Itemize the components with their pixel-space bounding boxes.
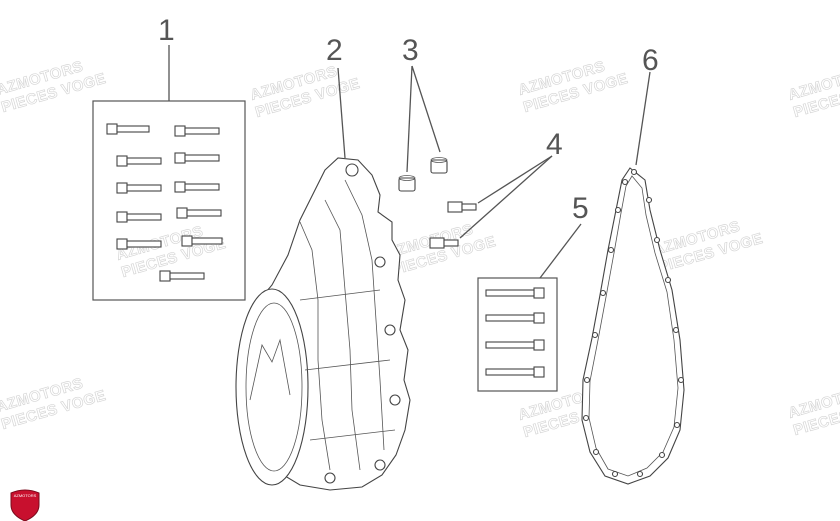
gasket-bolt-hole bbox=[592, 448, 600, 456]
gasket-holes bbox=[582, 168, 685, 478]
bolt bbox=[116, 182, 162, 194]
bolt-set-frame bbox=[477, 277, 558, 392]
callout-number-5: 5 bbox=[572, 192, 589, 225]
bolt bbox=[116, 238, 162, 250]
cover-rib bbox=[299, 289, 381, 301]
bolt-group-5 bbox=[485, 287, 545, 378]
cover-boss bbox=[374, 459, 386, 471]
bolt bbox=[159, 270, 205, 282]
gasket-bolt-hole bbox=[636, 470, 644, 478]
short-bolt bbox=[447, 201, 477, 213]
callout-number-3: 3 bbox=[402, 34, 419, 67]
watermark: AZMOTORS PIECES VOGE bbox=[0, 374, 108, 433]
leader-line-3a bbox=[406, 65, 413, 173]
callout-number-4: 4 bbox=[546, 128, 563, 161]
gasket-bolt-hole bbox=[591, 331, 599, 339]
part-1-bolt-set bbox=[92, 45, 246, 301]
cover-rib bbox=[344, 179, 385, 451]
gasket-outer bbox=[581, 167, 685, 485]
gasket-bolt-hole bbox=[664, 276, 672, 284]
watermark: AZMOTORS PIECES VOGE bbox=[0, 57, 108, 116]
part-2-engine-cover bbox=[235, 67, 411, 491]
leader-line-2 bbox=[337, 67, 346, 159]
cover-rib bbox=[304, 359, 391, 371]
gasket-bolt-hole bbox=[582, 414, 590, 422]
cover-boss bbox=[374, 256, 386, 268]
leader-line-4b bbox=[459, 155, 553, 239]
bolt bbox=[116, 211, 162, 223]
cover-rib bbox=[309, 429, 396, 441]
logo-text: AZMOTORS bbox=[14, 493, 37, 498]
cover-boss bbox=[384, 324, 396, 336]
gasket-bolt-hole bbox=[607, 246, 615, 254]
gasket-bolt-hole bbox=[611, 470, 619, 478]
gasket-bolt-hole bbox=[658, 451, 666, 459]
cover-emblem bbox=[249, 338, 291, 401]
gasket-bolt-hole bbox=[621, 178, 629, 186]
gasket-bolt-hole bbox=[583, 376, 591, 384]
cover-boss bbox=[345, 163, 359, 177]
part-3-dowel-pins bbox=[398, 65, 448, 192]
gasket-inner bbox=[588, 175, 679, 477]
bolt bbox=[106, 123, 150, 135]
leader-line-5 bbox=[539, 223, 582, 279]
watermark: AZMOTORS PIECES VOGE bbox=[786, 380, 840, 439]
part-4-bolts bbox=[429, 155, 553, 249]
gasket-bolt-hole bbox=[677, 376, 685, 384]
bolt bbox=[174, 181, 220, 193]
callout-number-1: 1 bbox=[158, 14, 175, 47]
callout-number-6: 6 bbox=[642, 44, 659, 77]
gasket-bolt-hole bbox=[614, 206, 622, 214]
bolt bbox=[174, 125, 220, 137]
bolt bbox=[485, 366, 545, 378]
short-bolt bbox=[429, 237, 459, 249]
gasket-bolt-hole bbox=[630, 168, 638, 176]
leader-line-3b bbox=[411, 65, 441, 153]
watermark: AZMOTORS PIECES VOGE bbox=[114, 222, 228, 281]
bolt bbox=[174, 152, 220, 164]
dowel-pin-end bbox=[398, 175, 416, 181]
bolt bbox=[181, 235, 223, 247]
watermark: AZMOTORS PIECES VOGE bbox=[248, 62, 362, 121]
cover-dome-inner bbox=[245, 302, 303, 472]
bolt-group-1 bbox=[106, 123, 223, 282]
gasket-bolt-hole bbox=[672, 326, 680, 334]
gasket-bolt-hole bbox=[645, 196, 653, 204]
gasket-bolt-hole bbox=[599, 289, 607, 297]
bolt bbox=[485, 312, 545, 324]
bolt bbox=[116, 155, 162, 167]
watermark: AZMOTORS PIECES VOGE bbox=[651, 217, 765, 276]
dowel-pin bbox=[430, 159, 448, 174]
cover-boss bbox=[389, 394, 401, 406]
bolt bbox=[485, 339, 545, 351]
part-5-bolt-set bbox=[477, 223, 582, 392]
bolt bbox=[176, 207, 222, 219]
cover-rib bbox=[324, 199, 361, 471]
callout-number-2: 2 bbox=[326, 34, 343, 67]
cover-dome bbox=[235, 288, 309, 486]
azmotors-logo: AZMOTORS bbox=[10, 489, 40, 521]
cover-boss bbox=[324, 472, 336, 484]
watermark: AZMOTORS PIECES VOGE bbox=[516, 57, 630, 116]
part-6-gasket bbox=[581, 71, 685, 485]
gasket-bolt-hole bbox=[653, 236, 661, 244]
dowel-pin-end bbox=[430, 157, 448, 163]
gasket-bolt-hole bbox=[673, 421, 681, 429]
cover-rib bbox=[299, 221, 331, 471]
bolt bbox=[485, 287, 545, 299]
logo-shield-icon bbox=[10, 489, 40, 521]
leader-line-6 bbox=[635, 71, 651, 166]
leader-line-4a bbox=[477, 155, 553, 204]
watermark: AZMOTORS PIECES VOGE bbox=[786, 62, 840, 121]
dowel-pin bbox=[398, 177, 416, 192]
